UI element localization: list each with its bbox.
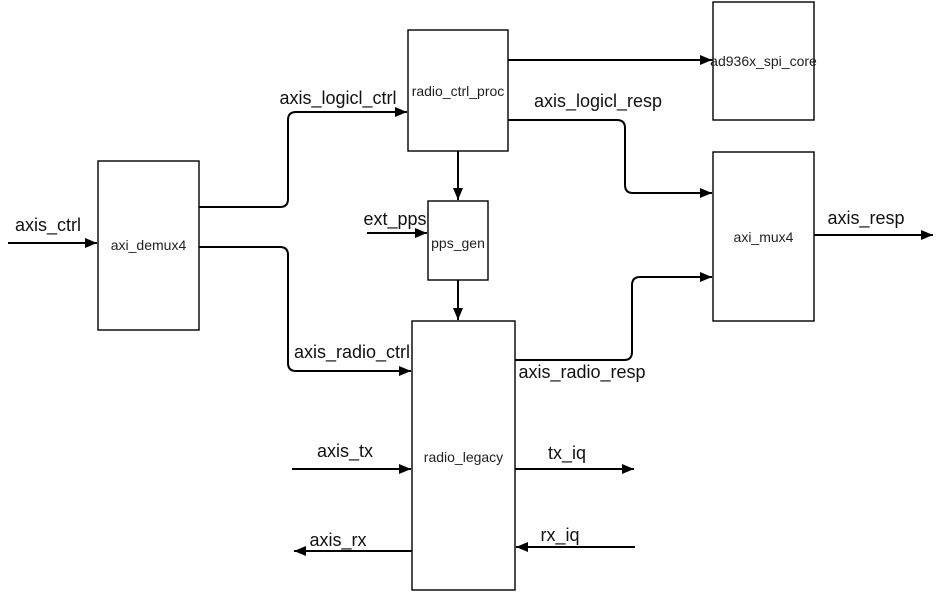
node-axi-demux4-rect — [97, 160, 200, 331]
edge-label-axis-resp: axis_resp — [827, 208, 904, 229]
edge-axis-logicl-resp-arrow — [508, 119, 712, 198]
node-radio-legacy-rect — [411, 320, 516, 591]
node-radio-legacy: radio_legacy — [411, 320, 516, 591]
node-axi-mux4: axi_mux4 — [712, 151, 815, 322]
edge-label-axis-logicl-ctrl: axis_logicl_ctrl — [279, 88, 396, 109]
node-axi-mux4-label: axi_mux4 — [734, 229, 794, 245]
edge-label-axis-logicl-resp: axis_logicl_resp — [534, 91, 662, 112]
node-ad936x-spi-core-label: ad936x_spi_core — [710, 53, 817, 69]
edge-axis-radio-resp-arrow — [515, 272, 712, 361]
node-axi-demux4: axi_demux4 — [97, 160, 200, 331]
node-radio-ctrl-proc-label: radio_ctrl_proc — [412, 83, 505, 99]
node-pps-gen: pps_gen — [427, 200, 489, 281]
node-radio-legacy-label: radio_legacy — [424, 449, 503, 465]
edge-label-ext-pps: ext_pps — [363, 209, 426, 230]
node-axi-demux4-label: axi_demux4 — [111, 237, 187, 253]
node-pps-gen-label: pps_gen — [431, 235, 485, 251]
edge-label-axis-radio-resp: axis_radio_resp — [518, 362, 645, 383]
node-ad936x-spi-core-rect — [712, 1, 815, 121]
edge-label-rx-iq: rx_iq — [540, 525, 579, 546]
edge-label-axis-rx: axis_rx — [309, 530, 366, 551]
edge-label-layer: axis_ctrl axis_logicl_ctrl axis_radio_ct… — [15, 88, 905, 551]
edge-layer — [8, 55, 933, 556]
edge-axis-logicl-ctrl-arrow — [199, 107, 407, 208]
edge-label-axis-tx: axis_tx — [317, 441, 373, 462]
node-layer: axi_demux4 radio_ctrl_proc ad936x_spi_co… — [97, 1, 817, 591]
edge-label-axis-radio-ctrl: axis_radio_ctrl — [294, 342, 410, 363]
edge-label-axis-ctrl: axis_ctrl — [15, 215, 81, 236]
edge-axis-radio-ctrl-arrow — [199, 246, 411, 376]
node-radio-ctrl-proc-rect — [407, 29, 509, 152]
edge-label-tx-iq: tx_iq — [548, 443, 586, 464]
node-radio-ctrl-proc: radio_ctrl_proc — [407, 29, 509, 152]
node-pps-gen-rect — [427, 200, 489, 281]
node-axi-mux4-rect — [712, 151, 815, 322]
node-ad936x-spi-core: ad936x_spi_core — [710, 1, 817, 121]
